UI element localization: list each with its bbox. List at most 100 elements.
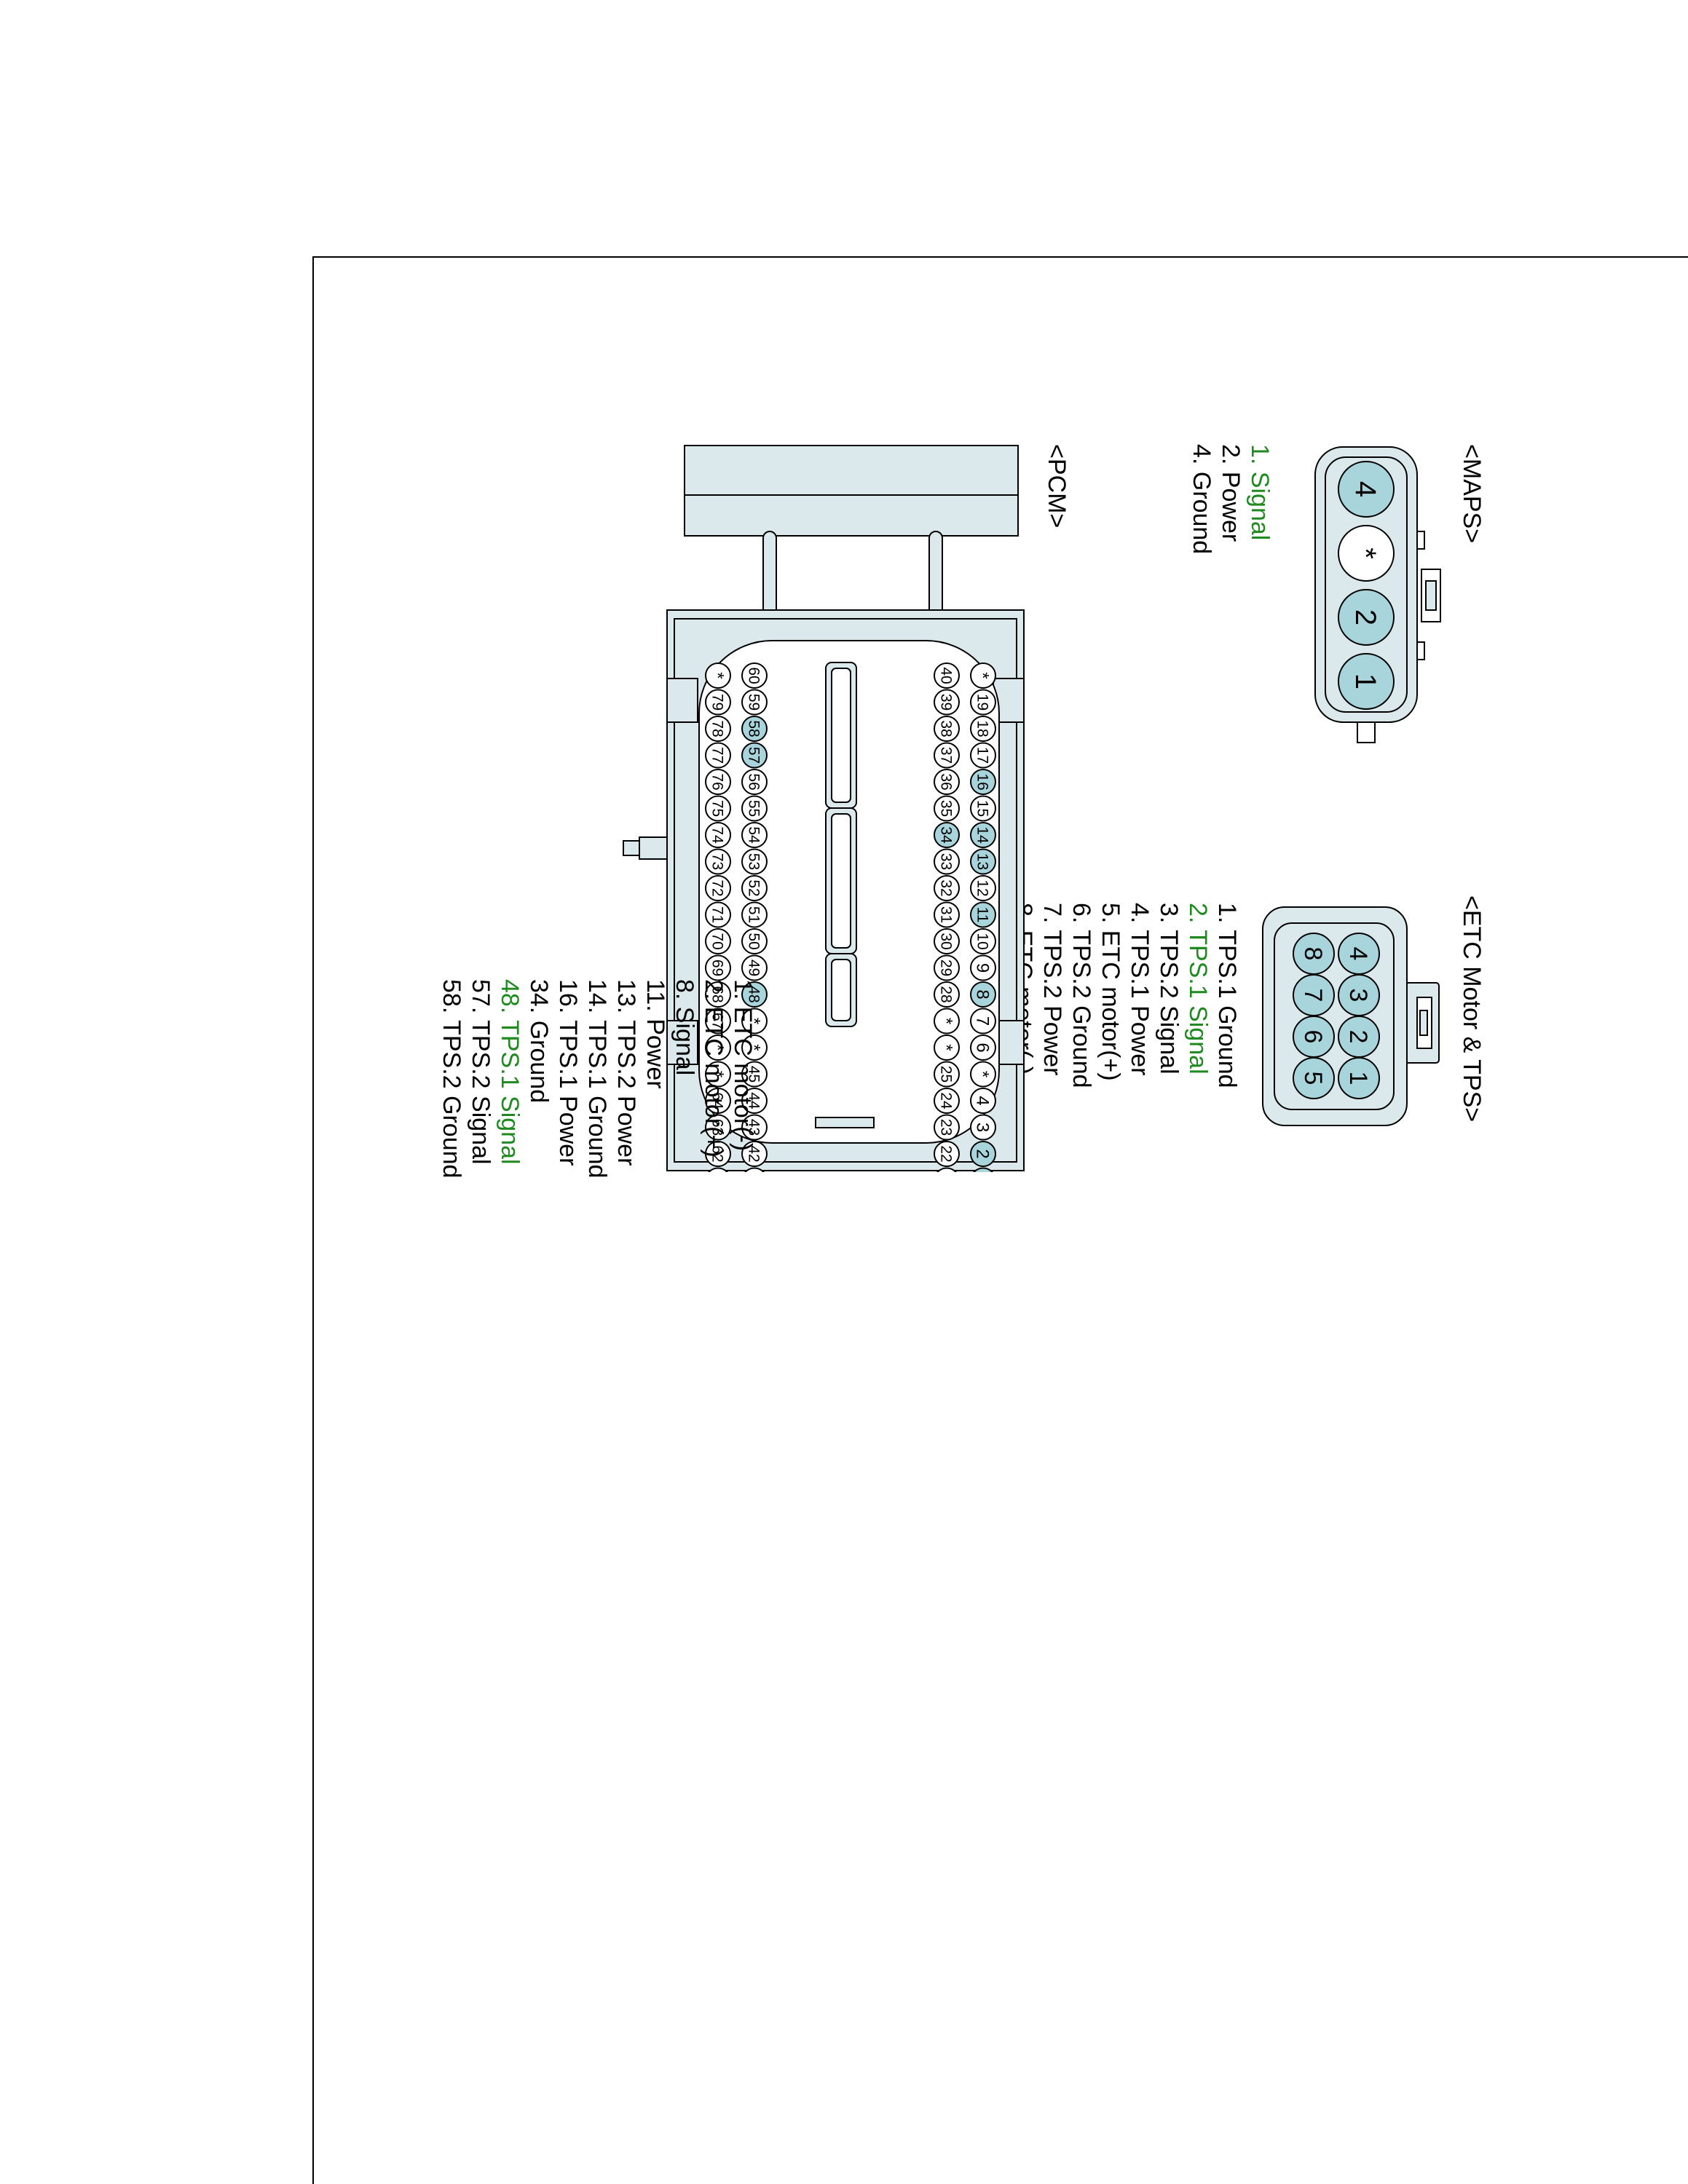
pcm-pin-circle: [970, 954, 996, 981]
pcm-pin-circle: [934, 689, 960, 716]
pcm-pin-circle: [741, 928, 768, 954]
pcm-pin-label: 54: [746, 826, 762, 844]
pcm-pin-label: 63: [709, 1119, 726, 1136]
pcm-pin-circle: [705, 848, 731, 875]
pcm-pin-label: 50: [746, 933, 762, 949]
pcm-pin-label: 15: [974, 800, 991, 817]
etc-title: <ETC Motor & TPS>: [1458, 895, 1486, 1123]
pcm-title: <PCM>: [1043, 444, 1070, 529]
pcm-pin-circle: [970, 1167, 996, 1172]
pcm-pin-label: 76: [709, 773, 726, 790]
pcm-pin-circle: [705, 769, 731, 795]
pcm-pin-label: *: [708, 1044, 727, 1051]
pcm-pin-label: 75: [709, 800, 726, 817]
pcm-pin-circle: [741, 901, 768, 928]
etc-legend-item: 7. TPS.2 Power: [1038, 903, 1066, 1076]
pcm-pin-label: 34: [938, 826, 955, 844]
pcm-pin-label: 51: [746, 906, 762, 923]
pcm-pin-label: 24: [938, 1092, 955, 1109]
pcm-pin-circle: [970, 1061, 996, 1088]
pcm-pin-label: 39: [938, 694, 955, 711]
pcm-pin-label: *: [708, 672, 727, 678]
pcm-pin-circle: [741, 875, 768, 901]
pcm-pin-circle: [705, 901, 731, 928]
pcm-pin-label: *: [936, 1018, 956, 1024]
etc-pin-circle: [1293, 1057, 1335, 1099]
pcm-pin-circle: [970, 1114, 996, 1141]
pcm-pin-label: 14: [974, 826, 991, 844]
pcm-pin-circle: [934, 716, 960, 742]
pcm-pin-circle: [970, 769, 996, 795]
pcm-pin-label: 31: [938, 906, 955, 923]
pcm-pin-circle: [705, 981, 731, 1008]
etc-legend-item: 5. ETC motor(+): [1097, 903, 1124, 1081]
pcm-pin-label: 53: [746, 853, 762, 870]
pcm-pin-label: 60: [746, 667, 762, 684]
pcm-pin-label: 40: [938, 667, 955, 684]
pcm-pin-label: 3: [973, 1123, 993, 1132]
pcm-legend-item: 34. Ground: [525, 979, 553, 1104]
pcm-pin-circle: [970, 662, 996, 689]
pcm-pin-label: 6: [973, 1042, 993, 1052]
pcm-pin-label: 23: [938, 1119, 955, 1136]
pcm-pin-circle: [705, 1141, 731, 1167]
pcm-pin-label: 9: [973, 963, 993, 973]
pcm-pin-circle: [934, 1034, 960, 1061]
pcm-pin-label: 19: [974, 694, 991, 711]
pcm-pin-circle: [741, 689, 768, 716]
pcm-pin-circle: [934, 1141, 960, 1167]
pcm-pin-circle: [741, 1167, 768, 1172]
pcm-legend-item: 2. ETC motor(+): [700, 979, 727, 1158]
pcm-pin-circle: [741, 848, 768, 875]
pcm-pin-circle: [705, 795, 731, 822]
pcm-pin-label: 58: [746, 720, 762, 737]
pcm-pin-circle: [741, 1008, 768, 1034]
pcm-pin-circle: [705, 1088, 731, 1114]
pcm-pin-label: 55: [746, 800, 762, 817]
pcm-pin-circle: [970, 742, 996, 769]
pcm-pin-circle: [934, 662, 960, 689]
pcm-pin-circle: [934, 928, 960, 954]
pcm-pin-circle: [970, 689, 996, 716]
pcm-pin-label: 71: [709, 906, 726, 923]
pcm-legend-item: 8. Signal: [671, 979, 698, 1076]
pcm-pin-circle: [934, 901, 960, 928]
pcm-pin-circle: [705, 662, 731, 689]
pcm-pin-label: 48: [746, 986, 762, 1002]
pcm-pin-circle: [934, 875, 960, 901]
pcm-pin-label: 68: [709, 986, 726, 1002]
pcm-pin-label: 62: [709, 1145, 726, 1162]
pcm-pin-circle: [741, 795, 768, 822]
pcm-pin-circle: [741, 1061, 768, 1088]
pcm-pin-circle: [741, 769, 768, 795]
pcm-pin-circle: [705, 1114, 731, 1141]
pcm-pin-label: 25: [938, 1066, 955, 1083]
pcm-pin-label: 22: [938, 1145, 955, 1162]
pcm-pin-circle: [970, 928, 996, 954]
pcm-pin-circle: [934, 1088, 960, 1114]
etc-legend-item: 6. TPS.2 Ground: [1068, 903, 1095, 1088]
pcm-pin-label: 2: [973, 1149, 993, 1158]
pcm-pin-circle: [741, 1141, 768, 1167]
etc-pin-label: 7: [1299, 989, 1327, 1002]
pcm-pin-circle: [741, 1088, 768, 1114]
pcm-pin-circle: [934, 795, 960, 822]
pcm-legend-item: 11. Power: [642, 979, 669, 1089]
pcm-pin-label: *: [973, 672, 993, 678]
pcm-pin-circle: [705, 1008, 731, 1034]
pcm-pin-label: 30: [938, 933, 955, 949]
pcm-pin-label: 77: [709, 747, 726, 764]
maps-title: <MAPS>: [1458, 444, 1486, 544]
etc-pin-label: 8: [1299, 947, 1327, 961]
etc-pin-label: 1: [1344, 1072, 1372, 1085]
etc-pin-label: 2: [1344, 1030, 1372, 1044]
pcm-pin-circle: [705, 822, 731, 848]
pcm-pin-label: 36: [938, 773, 955, 790]
pcm-legend-item: 58. TPS.2 Ground: [438, 979, 465, 1179]
pcm-pin-label: 69: [709, 960, 726, 976]
pcm-pin-label: 12: [974, 879, 991, 896]
pcm-pin-label: 78: [709, 720, 726, 737]
